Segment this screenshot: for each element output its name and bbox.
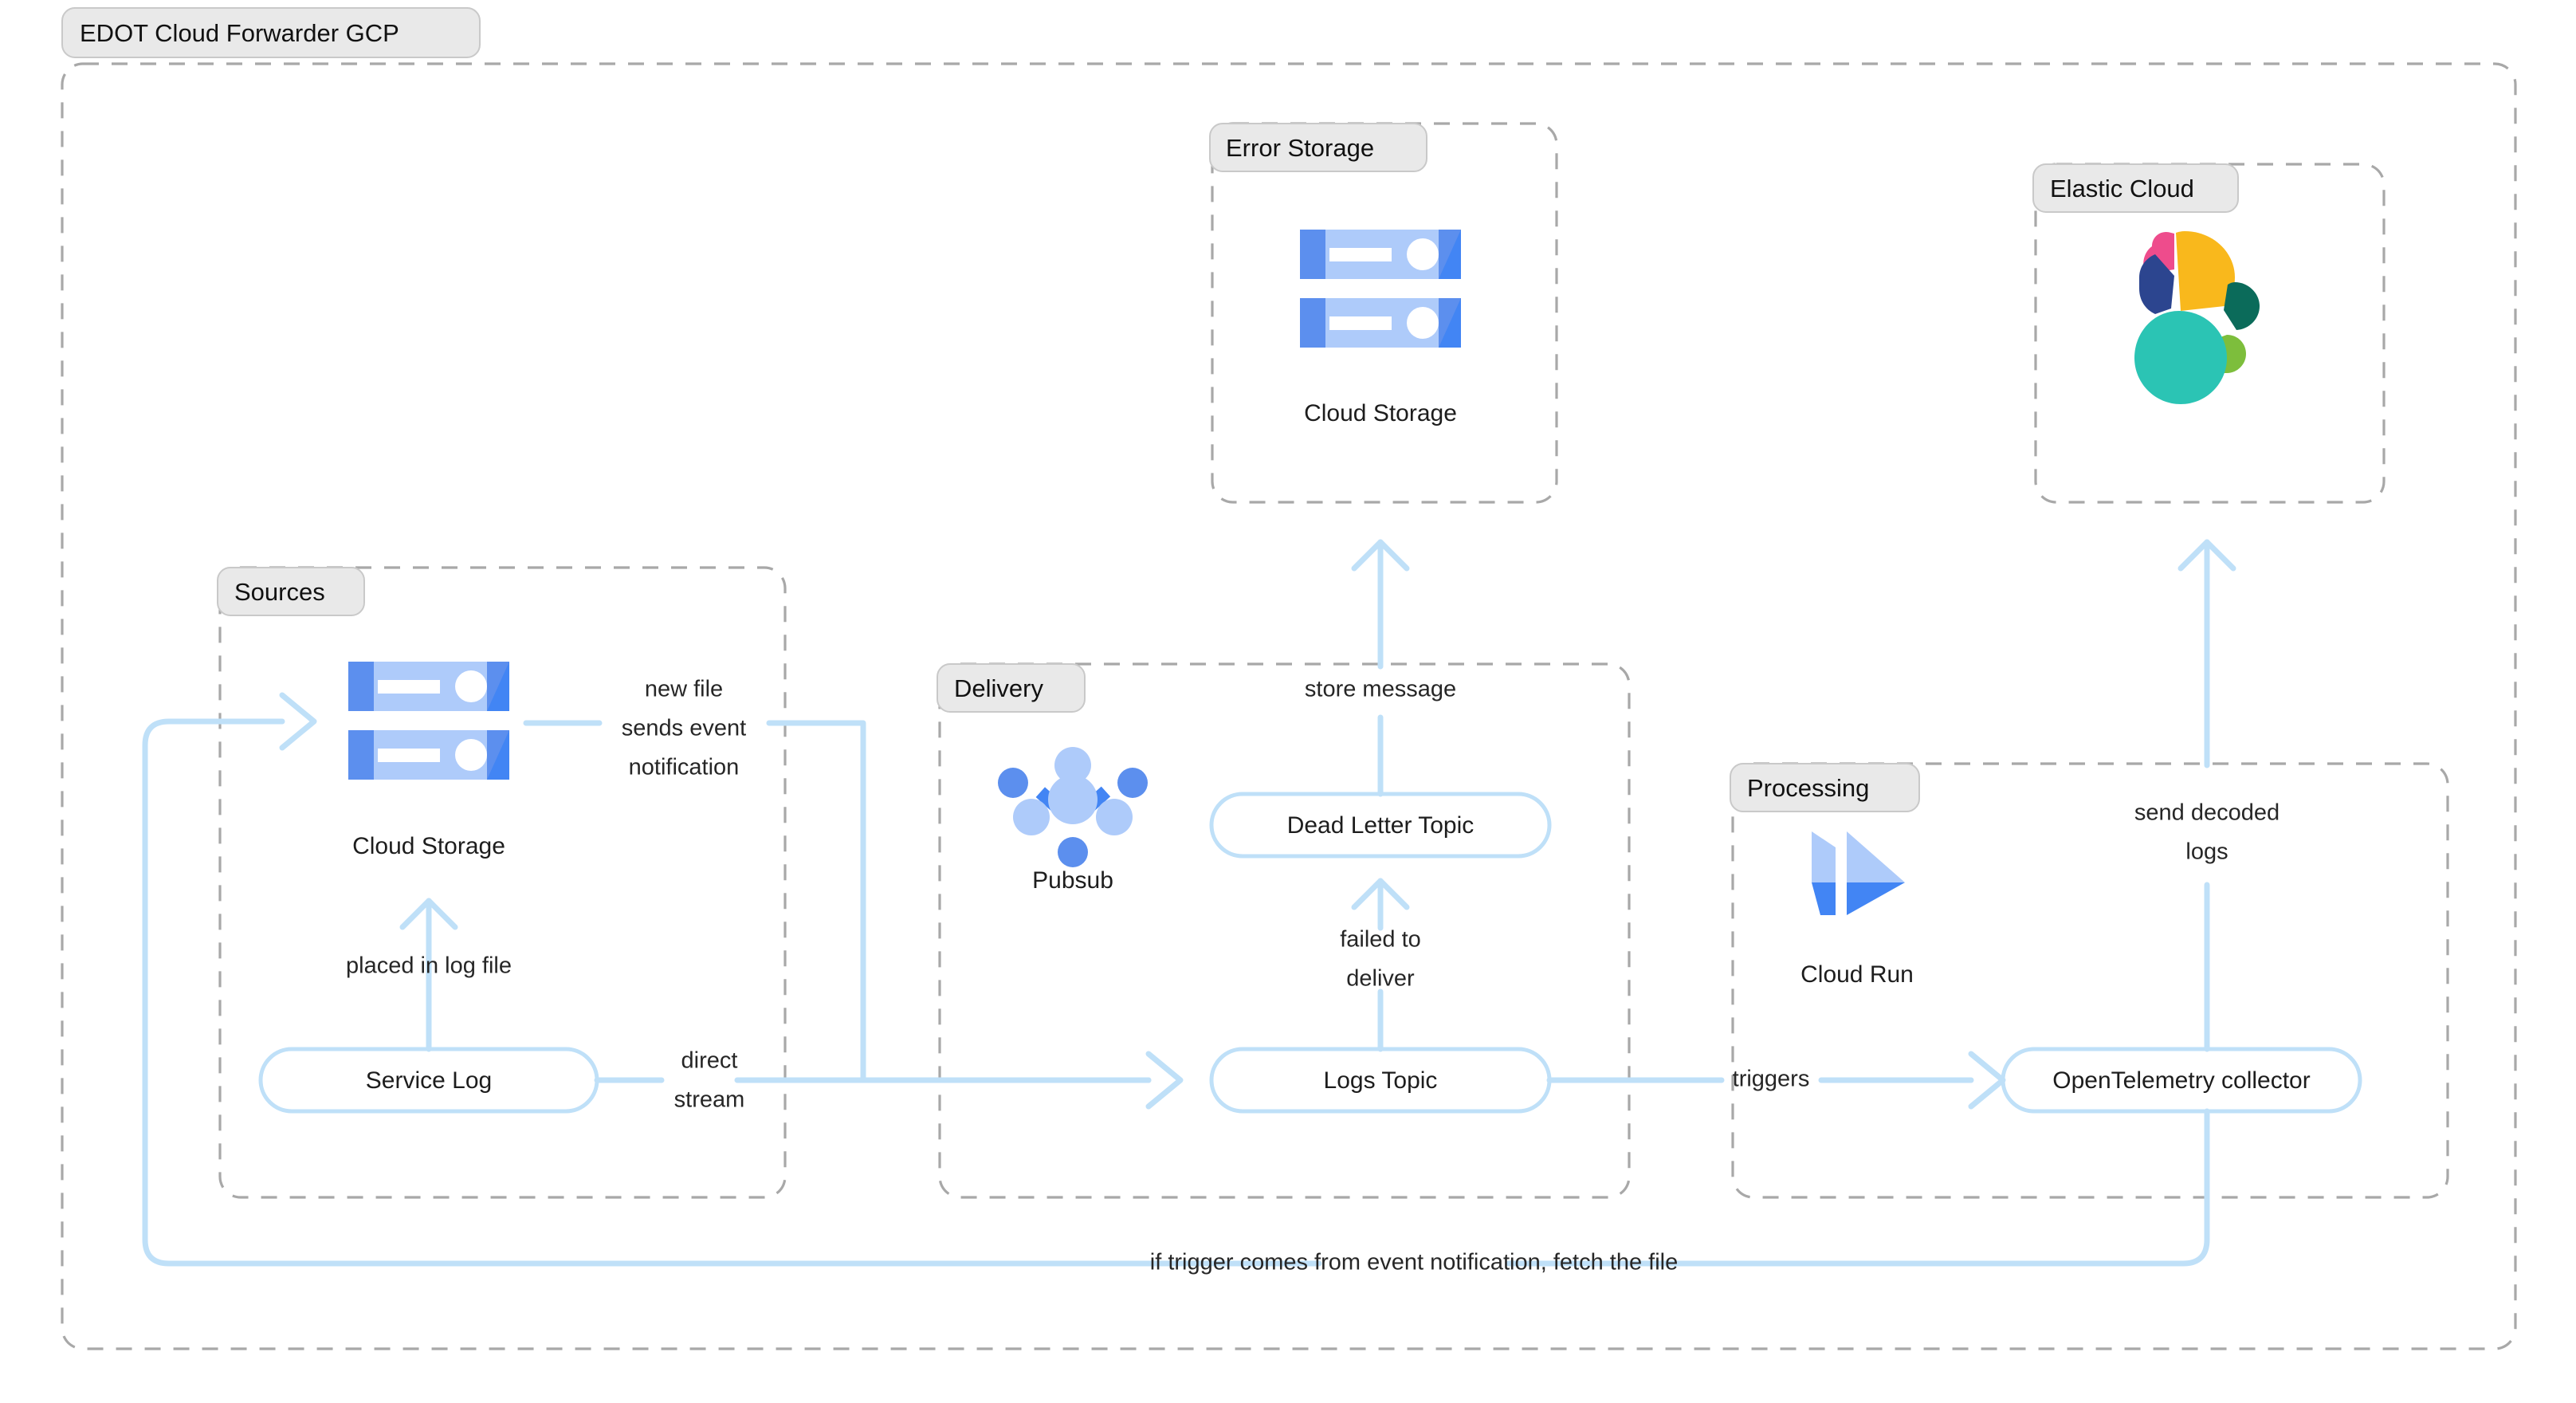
edge-placed-in-log-file-arrowhead — [399, 898, 458, 930]
group-delivery-label-text: Delivery — [954, 674, 1043, 702]
group-sources-label: Sources — [217, 567, 365, 616]
group-processing-label-pill — [1730, 763, 1920, 812]
edge-event-notification-label-3: notification — [629, 755, 740, 780]
edge-failed-to-deliver-label-2: deliver — [1346, 966, 1415, 992]
group-root-label-pill — [61, 7, 481, 58]
node-service-log-label: Service Log — [366, 1067, 492, 1094]
edge-triggers-label: triggers — [1733, 1067, 1810, 1092]
node-otel-collector-label: OpenTelemetry collector — [2052, 1067, 2310, 1094]
edge-send-decoded-logs-label-1: send decoded — [2134, 800, 2280, 826]
group-elastic-cloud-label-text: Elastic Cloud — [2050, 175, 2194, 202]
group-error-storage-label-text: Error Storage — [1226, 134, 1374, 162]
gcp-pubsub-icon — [998, 747, 1148, 867]
edge-event-notification-label-2: sends event — [622, 716, 746, 741]
edge-send-decoded-logs-label-2: logs — [2185, 839, 2228, 865]
group-sources-border — [218, 566, 787, 1199]
group-root-label-text: EDOT Cloud Forwarder GCP — [80, 19, 399, 47]
edge-direct-stream-label-2: stream — [674, 1087, 745, 1113]
sources-cloud-storage-label: Cloud Storage — [352, 833, 505, 859]
edge-placed-in-log-file-label: placed in log file — [346, 953, 512, 979]
group-processing-border — [1731, 762, 2449, 1199]
group-delivery-label: Delivery — [937, 663, 1086, 713]
edge-store-message-label: store message — [1305, 677, 1456, 702]
edge-direct-stream-arrowhead — [1145, 1051, 1184, 1110]
group-root-border — [61, 62, 2517, 1350]
edge-failed-to-deliver-label-1: failed to — [1340, 927, 1421, 953]
cloud-run-label: Cloud Run — [1800, 961, 1914, 988]
group-sources-label-text: Sources — [234, 578, 325, 606]
group-error-storage-label: Error Storage — [1209, 123, 1427, 172]
edge-triggers-arrowhead — [1968, 1051, 2006, 1110]
gcp-cloud-storage-icon — [348, 662, 509, 780]
group-error-storage-label-pill — [1209, 123, 1427, 172]
group-delivery-border — [938, 662, 1631, 1199]
group-elastic-cloud-label: Elastic Cloud — [2032, 163, 2239, 213]
edge-event-notification-label-1: new file — [645, 677, 723, 702]
node-logs-topic-label: Logs Topic — [1324, 1067, 1438, 1094]
edge-fetch-the-file-label: if trigger comes from event notification… — [1150, 1250, 1678, 1275]
elastic-logo-icon — [2134, 231, 2260, 404]
gcp-cloud-storage-icon — [1300, 230, 1461, 348]
group-elastic-cloud-label-pill — [2032, 163, 2239, 213]
edge-send-decoded-logs-arrowhead — [2177, 539, 2236, 572]
pubsub-label: Pubsub — [1032, 867, 1113, 894]
node-dead-letter-topic-label: Dead Letter Topic — [1287, 812, 1475, 839]
group-processing-label: Processing — [1730, 763, 1920, 812]
group-root-label: EDOT Cloud Forwarder GCP — [61, 7, 481, 58]
edge-failed-to-deliver-arrowhead — [1351, 878, 1410, 910]
edge-store-message-arrowhead — [1351, 539, 1410, 572]
group-processing-label-text: Processing — [1747, 774, 1869, 802]
edge-event-notification-line — [523, 720, 1152, 1083]
error-cloud-storage-label: Cloud Storage — [1304, 400, 1457, 426]
group-delivery-label-pill — [937, 663, 1086, 713]
group-sources-label-pill — [217, 567, 365, 616]
edge-direct-stream-label-1: direct — [681, 1048, 738, 1074]
edge-fetch-the-file-arrowhead — [279, 692, 317, 751]
gcp-cloud-run-icon — [1812, 831, 1905, 915]
edge-fetch-the-file-line — [142, 718, 2210, 1267]
